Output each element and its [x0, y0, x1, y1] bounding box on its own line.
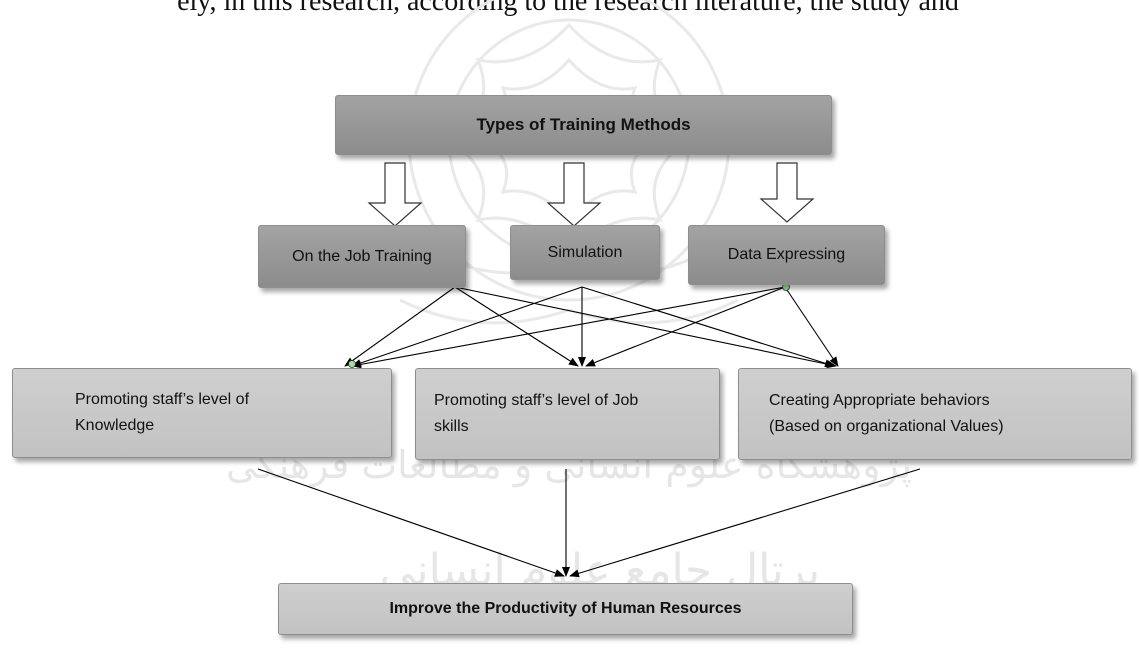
outcome-box-behaviors: Creating Appropriate behaviors (Based on… — [738, 368, 1132, 460]
connector-line — [351, 286, 583, 367]
outcome-line: Promoting staff’s level of — [75, 391, 250, 408]
outcome-line: skills — [434, 418, 469, 435]
result-box: Improve the Productivity of Human Resour… — [278, 583, 853, 635]
connector-line — [344, 286, 456, 367]
outcome-line: (Based on organizational Values) — [769, 418, 1004, 435]
method-label: Simulation — [547, 243, 623, 261]
connector-line — [454, 286, 837, 369]
connector-line — [351, 286, 786, 369]
outcome-line: Promoting staff’s level of Job — [434, 392, 639, 409]
method-box-simulation: Simulation — [510, 225, 660, 280]
connector-line — [784, 286, 839, 367]
connector-line — [581, 286, 835, 368]
method-box-on-the-job-training: On the Job Training — [258, 225, 466, 288]
outcome-line: Creating Appropriate behaviors — [769, 392, 990, 409]
hollow-arrow-down-icon — [367, 162, 423, 227]
method-label: On the Job Training — [292, 247, 432, 265]
connector-line — [454, 286, 579, 367]
hollow-arrow-down-icon — [759, 162, 815, 223]
connector-line — [257, 468, 565, 577]
title-box: Types of Training Methods — [335, 95, 832, 155]
method-label: Data Expressing — [727, 246, 846, 263]
connector-line — [569, 468, 921, 578]
connector-line — [585, 286, 786, 367]
hollow-arrow-down-icon — [546, 162, 602, 227]
result-text: Improve the Productivity of Human Resour… — [389, 600, 742, 617]
connection-point-icon — [348, 360, 356, 368]
title-text: Types of Training Methods — [476, 115, 691, 134]
outcome-box-knowledge: Promoting staff’s level of Knowledge — [12, 368, 392, 458]
page-text-fragment: ely, in this research, according to the … — [8, 0, 1128, 18]
outcome-box-job-skills: Promoting staff’s level of Job skills — [415, 368, 720, 460]
outcome-line: Knowledge — [75, 417, 155, 434]
page-text-line: ely, in this research, according to the … — [177, 0, 959, 17]
method-box-data-expressing: Data Expressing — [688, 225, 885, 285]
